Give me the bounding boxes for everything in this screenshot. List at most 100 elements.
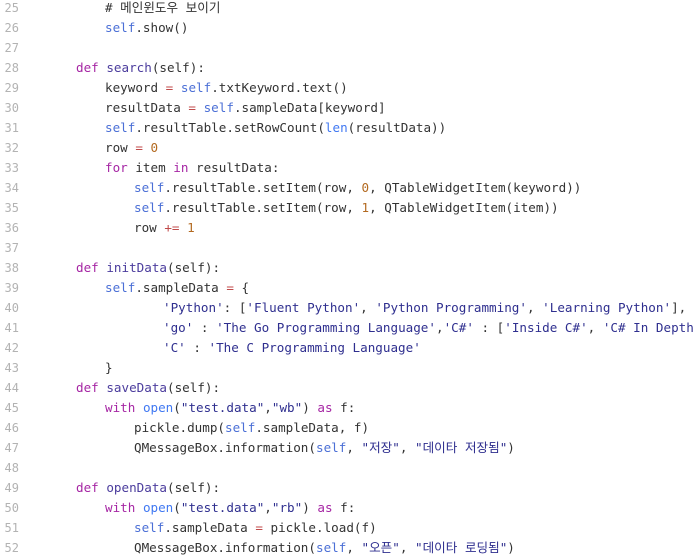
code-text: 'go' : 'The Go Programming Language','C#… [163,318,693,338]
code-token: ) [507,440,515,455]
line-number: 31 [4,121,19,135]
code-token: ], [671,300,687,315]
code-token: 'Fluent Python' [246,300,361,315]
code-token: (resultData)) [347,120,447,135]
code-token: (self): [167,480,221,495]
code-token: , [587,320,603,335]
line-number: 28 [4,61,19,75]
code-token: (self): [167,380,221,395]
code-text: self.sampleData = { [105,278,249,298]
code-token: , [399,440,416,455]
code-token: , QTableWidgetItem(item)) [369,200,559,215]
line-number: 29 [4,81,19,95]
code-token: "test.data" [180,500,265,515]
line-number: 52 [4,541,19,555]
code-token: .resultTable.setItem(row, [164,180,362,195]
code-token: search [106,60,152,75]
code-token [143,140,151,155]
line-number: 38 [4,261,19,275]
code-token: : [ [473,320,505,335]
code-token: self [105,280,136,295]
code-token: f: [332,400,356,415]
code-token: def [76,480,99,495]
code-token [196,100,204,115]
code-text: for item in resultData: [105,158,279,178]
code-token: = [165,80,174,95]
code-token: , QTableWidgetItem(keyword)) [369,180,582,195]
code-token: self [315,440,347,455]
code-token: (self): [151,60,205,75]
code-token: , [264,500,272,515]
code-token: for [105,160,128,175]
code-line: 28 def search(self): [0,58,693,78]
code-token: = [188,100,196,115]
code-token: keyword [105,80,166,95]
code-token: # 메인윈도우 보이기 [105,0,221,15]
code-token: "저장" [361,440,400,455]
code-token: .sampleData [135,280,227,295]
code-token: as [317,500,333,515]
code-text: with open("test.data","rb") as f: [105,498,355,518]
code-token: row [134,220,165,235]
code-token: "rb" [271,500,303,515]
line-number: 40 [4,301,19,315]
code-token: 1 [361,200,370,215]
code-text: resultData = self.sampleData[keyword] [105,98,386,118]
line-number: 44 [4,381,19,395]
code-token: QMessageBox.information( [134,440,316,455]
line-number: 43 [4,361,19,375]
line-number: 49 [4,481,19,495]
line-number: 41 [4,321,19,335]
code-token: 'The Go Programming Language' [216,320,436,335]
code-token: 'Python Programming' [375,300,527,315]
code-line: 40'Python': ['Fluent Python', 'Python Pr… [0,298,693,318]
code-token: 'C#' [443,320,474,335]
code-token: item [127,160,174,175]
line-number: 30 [4,101,19,115]
code-token: initData [106,260,168,275]
code-line: 29 keyword = self.txtKeyword.text() [0,78,693,98]
code-text: def saveData(self): [76,378,220,398]
code-token: self [105,20,136,35]
code-token: len [324,120,348,135]
code-text: row = 0 [105,138,158,158]
code-token: , [526,300,543,315]
code-token: self [225,420,256,435]
code-token: "test.data" [180,400,265,415]
code-line: 41 'go' : 'The Go Programming Language','… [0,318,693,338]
code-token: pickle.dump( [134,420,225,435]
code-token: "wb" [271,400,303,415]
code-token: .sampleData[keyword] [233,100,386,115]
code-token: open [142,400,174,415]
code-text: self.resultTable.setItem(row, 0, QTableW… [134,178,581,198]
code-token: with [105,500,136,515]
code-token [180,220,188,235]
code-token: 'The C Programming Language' [208,340,421,355]
code-text: keyword = self.txtKeyword.text() [105,78,348,98]
code-token: ) [302,400,318,415]
code-token: openData [106,480,168,495]
code-text: 'C' : 'The C Programming Language' [163,338,421,358]
code-line: 30 resultData = self.sampleData[keyword] [0,98,693,118]
code-text: self.sampleData = pickle.load(f) [134,518,377,538]
code-token: def [76,60,99,75]
code-line: 44 def saveData(self): [0,378,693,398]
code-token: QMessageBox.information( [134,540,316,555]
line-number: 42 [4,341,19,355]
code-token: += [164,220,180,235]
code-token: = [255,520,263,535]
code-line: 37 [0,238,693,258]
code-text: self.show() [105,18,188,38]
code-token: "데이타 저장됨" [415,440,508,455]
code-token: def [76,260,99,275]
code-token: 0 [361,180,370,195]
code-token: in [173,160,189,175]
code-line: 42 'C' : 'The C Programming Language' [0,338,693,358]
code-token: pickle.load(f) [262,520,377,535]
code-token: = [135,140,143,155]
